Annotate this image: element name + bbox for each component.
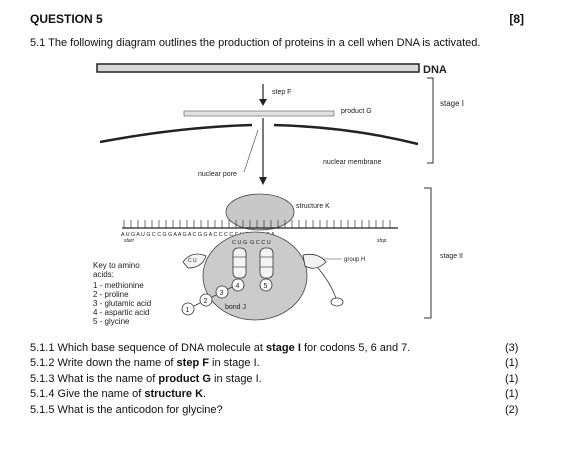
key-item-1: 1 - methionine: [93, 281, 144, 290]
dna-bar: [96, 63, 420, 73]
product-g-strand: [183, 110, 335, 117]
svg-text:3: 3: [220, 290, 224, 297]
stage-i-bracket: [427, 77, 434, 164]
nuclear-membrane-right: [273, 123, 419, 146]
key-item-2: 2 - proline: [93, 290, 129, 299]
question-marks: [8]: [509, 12, 524, 26]
subquestion-5-1-2: 5.1.2 Write down the name of step F in s…: [30, 357, 260, 369]
marks-5-1-3: (1): [505, 373, 519, 385]
trna-stem: [317, 267, 337, 299]
question-title: QUESTION 5: [30, 12, 103, 26]
stop-label: stop: [377, 238, 387, 244]
amino-acid-key: Key to amino acids: 1 - methionine 2 - p…: [93, 261, 151, 326]
key-item-3: 3 - glutamic acid: [93, 299, 151, 308]
amino-acid-2: [199, 293, 213, 307]
mrna-sequence: A U G A U G C C G G A A G A C G G A C C …: [121, 232, 275, 238]
ribosome-large-subunit: [202, 231, 308, 321]
subquestion-5-1-5: 5.1.5 What is the anticodon for glycine?: [30, 404, 223, 416]
nuclear-membrane-left: [99, 123, 253, 144]
amino-acid-4: [231, 278, 245, 292]
step-f-label: step F: [272, 89, 291, 96]
product-g-label: product G: [341, 108, 372, 115]
marks-5-1-1: (3): [505, 342, 519, 354]
structure-k-label: structure K: [296, 203, 330, 210]
trna-right: [259, 247, 274, 279]
question-intro: 5.1 The following diagram outlines the p…: [30, 37, 481, 49]
key-title-2: acids:: [93, 270, 114, 279]
key-item-5: 5 - glycine: [93, 317, 130, 326]
stage-ii-bracket: [424, 187, 432, 319]
start-label: start: [124, 238, 134, 244]
dna-label: DNA: [423, 64, 447, 76]
free-amino-acid: [330, 297, 344, 307]
svg-text:5: 5: [264, 283, 268, 290]
marks-5-1-4: (1): [505, 388, 519, 400]
amino-acid-3: [215, 285, 229, 299]
subquestion-5-1-4: 5.1.4 Give the name of structure K.: [30, 388, 207, 400]
key-title: Key to amino: [93, 261, 140, 270]
amino-acid-1: [181, 302, 195, 316]
svg-text:1: 1: [186, 307, 190, 314]
trna-anticodon-left: C U G: [232, 240, 247, 246]
key-item-4: 4 - aspartic acid: [93, 308, 149, 317]
marks-5-1-5: (2): [505, 404, 519, 416]
nuclear-pore-pointer: [243, 129, 259, 173]
nuclear-pore-label: nuclear pore: [198, 171, 237, 178]
subquestion-5-1-1: 5.1.1 Which base sequence of DNA molecul…: [30, 342, 411, 354]
trna-anticodon-right: G C C U: [250, 240, 271, 246]
mrna-comb: [123, 220, 391, 228]
incoming-trna: [302, 253, 327, 269]
svg-text:2: 2: [204, 298, 208, 305]
nuclear-membrane-label: nuclear membrane: [323, 159, 381, 166]
svg-text:4: 4: [236, 283, 240, 290]
stage-ii-label: stage II: [440, 253, 463, 260]
trna-left: [232, 247, 247, 279]
marks-5-1-2: (1): [505, 357, 519, 369]
amino-acid-5: [259, 278, 273, 292]
subquestion-5-1-3: 5.1.3 What is the name of product G in s…: [30, 373, 262, 385]
leaving-trna-anticodon: C U: [188, 258, 197, 264]
leaving-trna: [182, 253, 207, 269]
group-h-label: group H: [344, 257, 365, 263]
stage-i-label: stage I: [440, 99, 464, 108]
bond-j-label: bond J: [225, 304, 246, 311]
